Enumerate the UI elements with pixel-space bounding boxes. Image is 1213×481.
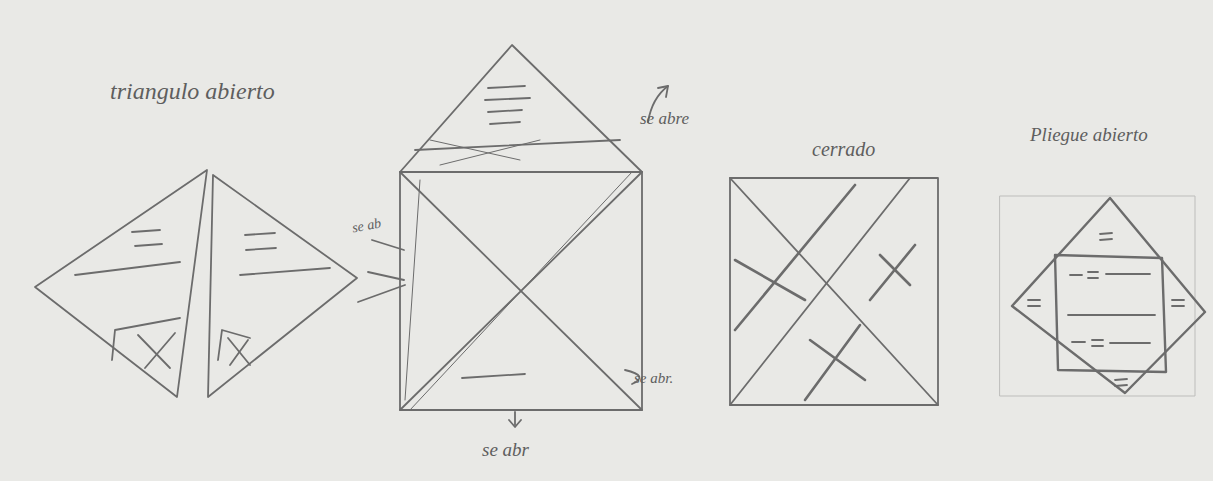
handwritten-label: se abre (640, 110, 689, 129)
handwritten-label: triangulo abierto (110, 78, 275, 104)
handwritten-label: Pliegue abierto (1030, 125, 1148, 146)
handwritten-label: se abr. (634, 370, 673, 387)
handwritten-label: se abr (482, 440, 529, 461)
handwritten-label: cerrado (812, 138, 875, 160)
